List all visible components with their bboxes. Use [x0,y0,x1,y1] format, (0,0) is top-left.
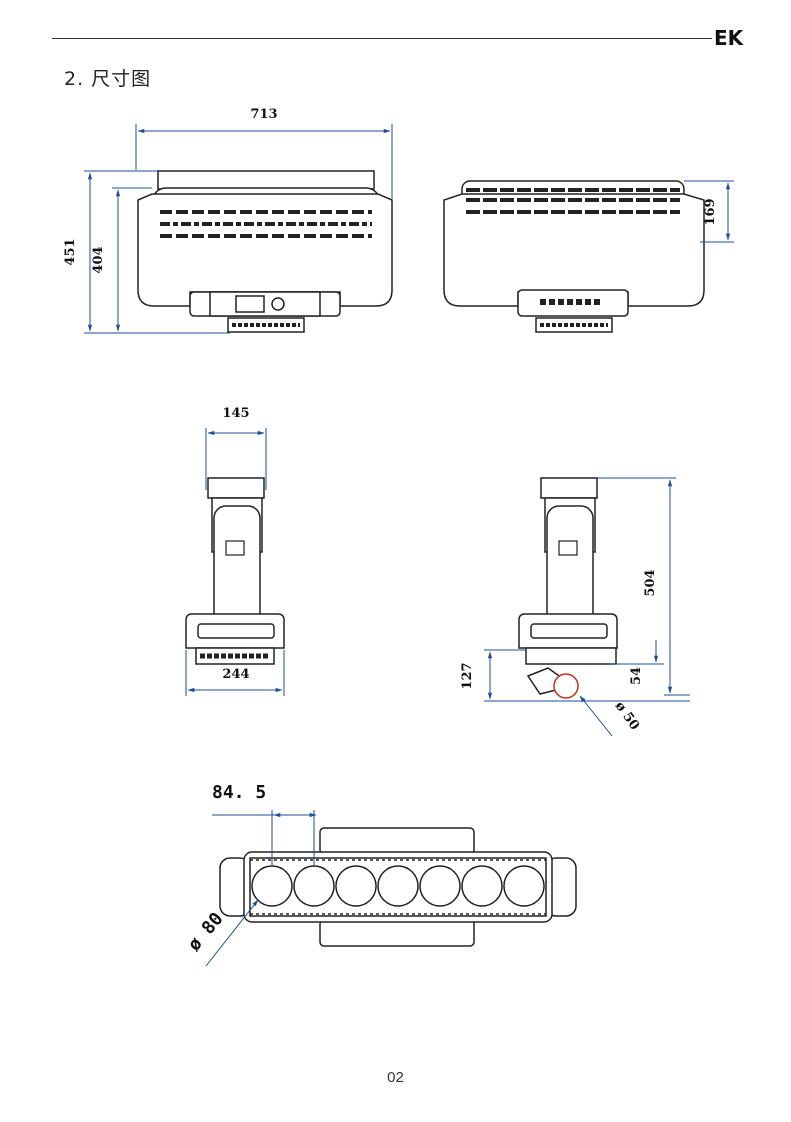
dim-lens-diameter: ø 80 [184,909,228,956]
front-view [137,170,393,333]
page-number: 02 [387,1069,404,1086]
dim-clamp-diameter: ø 50 [612,699,642,733]
lens-7 [503,865,545,907]
dim-front-height-total: 451 [63,238,78,265]
lens-row [251,865,545,907]
back-view [443,180,705,333]
dim-side-total-height: 504 [643,569,658,596]
svg-text:EK: EK [714,27,745,49]
dim-lens-pitch: 84. 5 [212,782,266,803]
side-view-left [185,477,285,665]
section-title: 2. 尺寸图 [64,68,152,90]
back-vents [466,188,680,214]
dim-clamp-height: 127 [460,662,475,689]
brand-logo: EK [714,27,745,49]
dim-front-width: 713 [250,107,277,122]
lens-3 [335,865,377,907]
lens-2 [293,865,335,907]
header-rule [52,38,712,39]
dim-clamp-offset: 54 [629,667,644,685]
dim-side-base-width: 244 [222,667,249,682]
side-view-right [518,477,618,699]
side-right-dims [484,477,690,737]
dim-front-height-body: 404 [91,246,106,273]
front-dims [84,124,393,334]
side-left-dims [185,428,285,696]
dim-back-head-height: 169 [703,198,718,225]
dim-side-top-width: 145 [222,406,249,421]
back-dims [684,180,734,243]
lens-6 [461,865,503,907]
lens-5 [419,865,461,907]
top-dims [205,810,317,967]
front-vents [160,210,372,238]
lens-4 [377,865,419,907]
